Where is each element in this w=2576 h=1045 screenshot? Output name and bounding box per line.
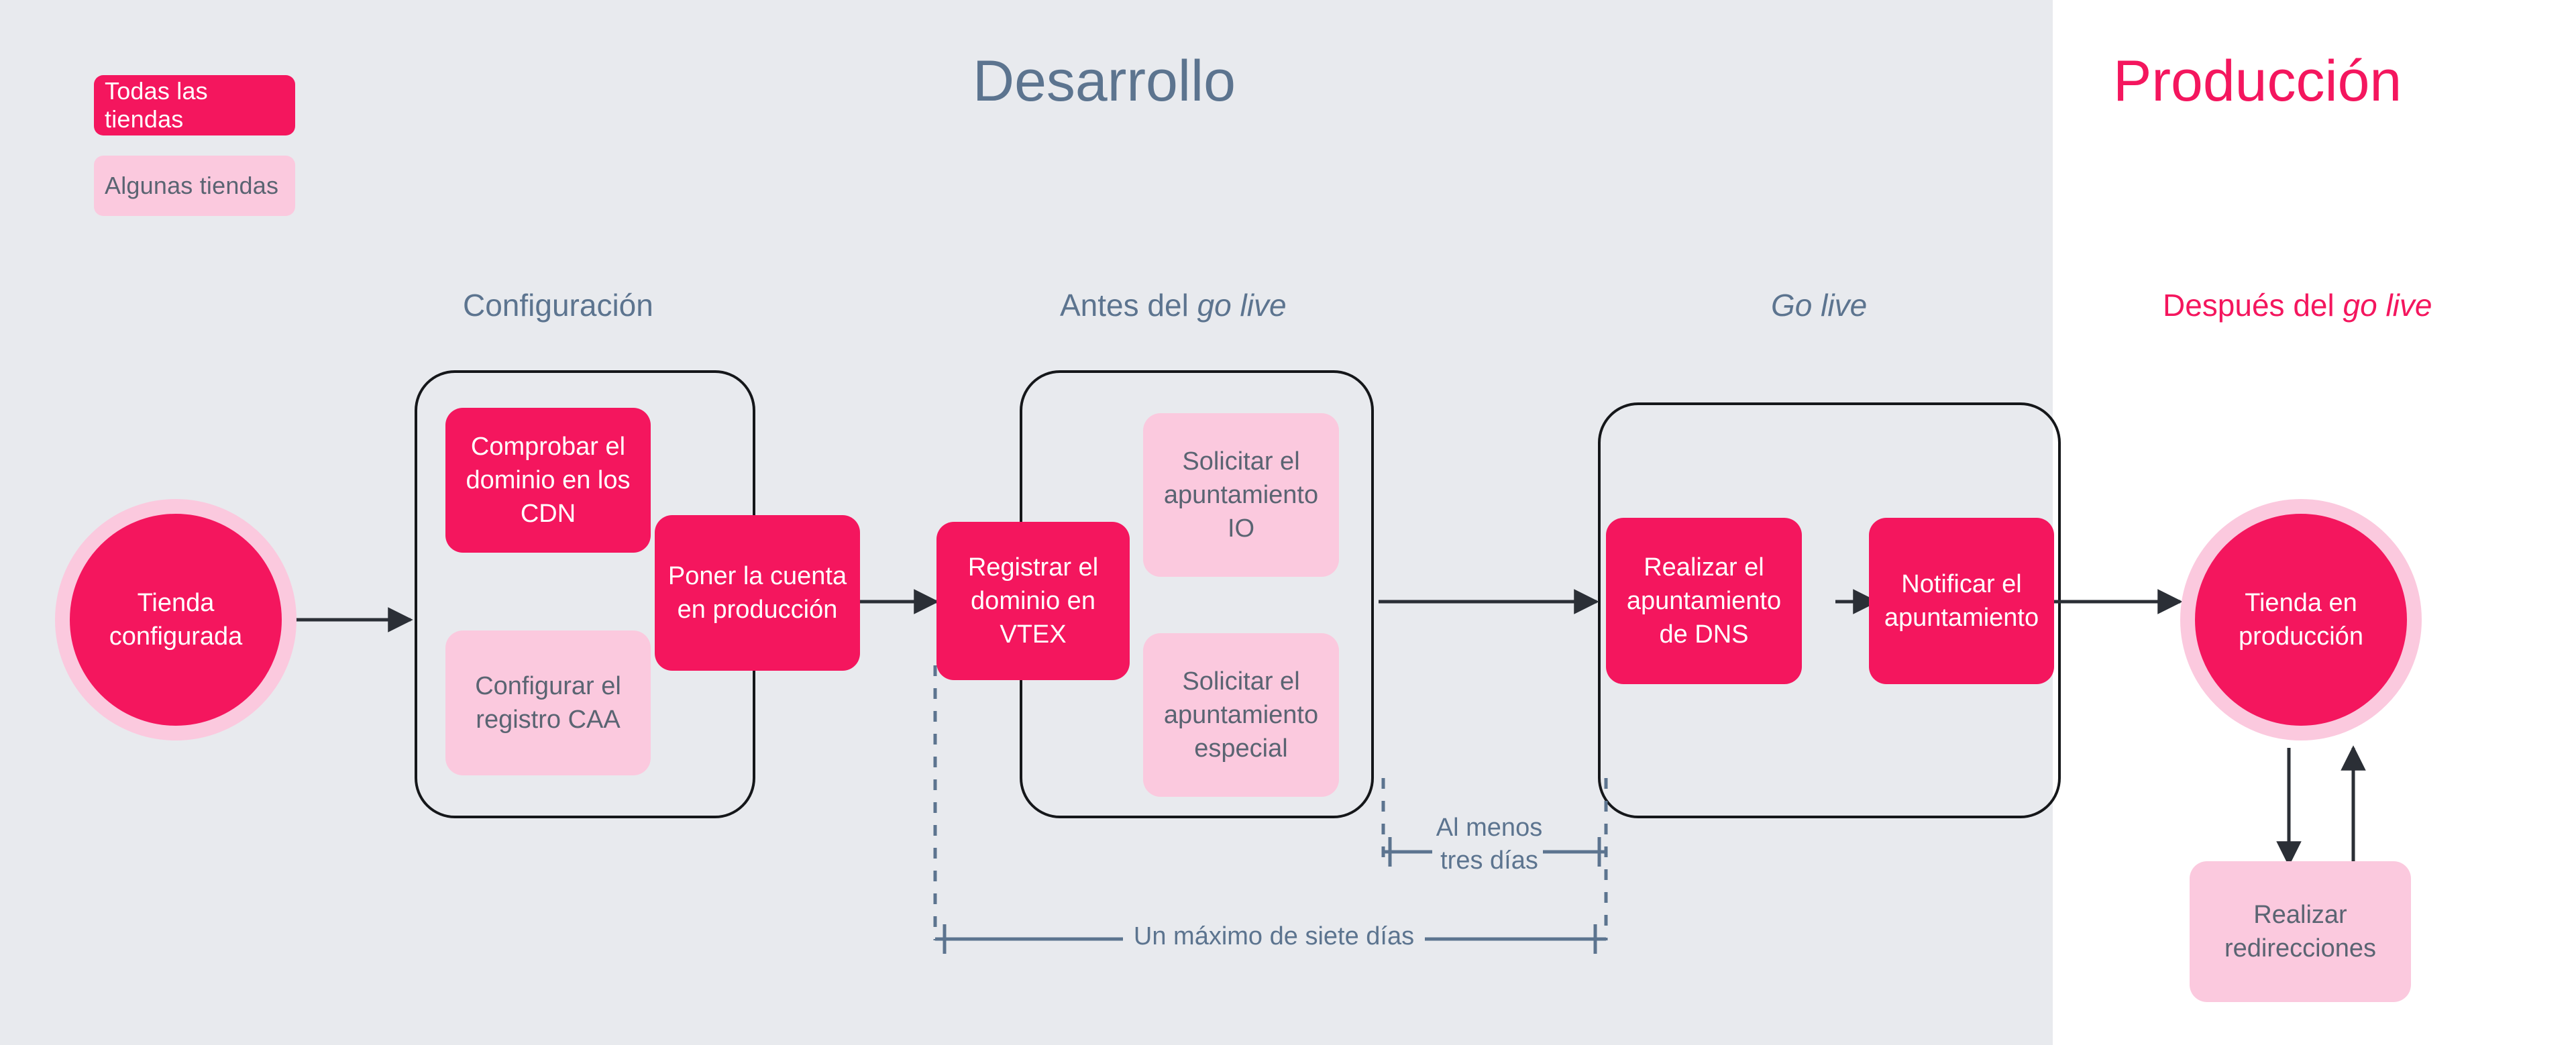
node-poner-cuenta-produccion: Poner la cuenta en producción bbox=[655, 515, 860, 671]
node-label: Configurar el registro CAA bbox=[475, 671, 621, 734]
stage-label-text: Antes del bbox=[1060, 288, 1197, 323]
node-solicitar-apuntamiento-especial: Solicitar el apuntamiento especial bbox=[1143, 633, 1339, 797]
node-realizar-apuntamiento-dns: Realizar el apuntamiento de DNS bbox=[1606, 518, 1802, 684]
legend-all-stores-label: Todas las tiendas bbox=[105, 77, 208, 133]
node-label: Notificar el apuntamiento bbox=[1884, 569, 2039, 632]
group-go-live bbox=[1598, 402, 2061, 818]
node-comprobar-dominio-cdn: Comprobar el dominio en los CDN bbox=[445, 408, 651, 553]
node-realizar-redirecciones: Realizar redirecciones bbox=[2190, 861, 2411, 1002]
stage-label-go-live: Go live bbox=[1771, 287, 1867, 323]
annotation-al-menos-tres-dias: Al menos tres días bbox=[1436, 814, 1543, 875]
terminal-start-label: Tienda configurada bbox=[109, 588, 243, 651]
node-registrar-dominio-vtex: Registrar el dominio en VTEX bbox=[936, 522, 1130, 680]
stage-label-text: Después del bbox=[2163, 288, 2343, 323]
legend-some-stores: Algunas tiendas bbox=[94, 156, 295, 216]
phase-title-production: Producción bbox=[2113, 49, 2402, 113]
node-notificar-apuntamiento: Notificar el apuntamiento bbox=[1869, 518, 2054, 684]
stage-label-antes-go-live: Antes del go live bbox=[1060, 287, 1287, 323]
legend-some-stores-label: Algunas tiendas bbox=[105, 172, 279, 199]
stage-label-despues-go-live: Después del go live bbox=[2163, 287, 2432, 323]
terminal-tienda-en-produccion: Tienda en producción bbox=[2180, 499, 2422, 740]
phase-title-development: Desarrollo bbox=[973, 49, 1236, 113]
terminal-tienda-configurada: Tienda configurada bbox=[55, 499, 297, 740]
node-label: Solicitar el apuntamiento IO bbox=[1163, 447, 1319, 543]
stage-label-italic: go live bbox=[1197, 288, 1287, 323]
node-label: Solicitar el apuntamiento especial bbox=[1163, 667, 1319, 763]
node-configurar-registro-caa: Configurar el registro CAA bbox=[445, 630, 651, 775]
stage-label-configuracion: Configuración bbox=[463, 287, 653, 323]
legend-all-stores: Todas las tiendas bbox=[94, 75, 295, 135]
node-label: Poner la cuenta en producción bbox=[667, 561, 847, 624]
terminal-end-label: Tienda en producción bbox=[2239, 588, 2363, 651]
node-label: Realizar el apuntamiento de DNS bbox=[1626, 553, 1782, 649]
node-label: Registrar el dominio en VTEX bbox=[967, 553, 1099, 649]
node-solicitar-apuntamiento-io: Solicitar el apuntamiento IO bbox=[1143, 413, 1339, 577]
stage-label-italic: go live bbox=[2343, 288, 2432, 323]
annotation-un-maximo-siete-dias: Un máximo de siete días bbox=[1123, 920, 1425, 954]
node-label: Realizar redirecciones bbox=[2224, 900, 2376, 963]
stage-label-text: Configuración bbox=[463, 288, 653, 323]
node-label: Comprobar el dominio en los CDN bbox=[466, 432, 631, 529]
stage-label-italic: Go live bbox=[1771, 288, 1868, 323]
